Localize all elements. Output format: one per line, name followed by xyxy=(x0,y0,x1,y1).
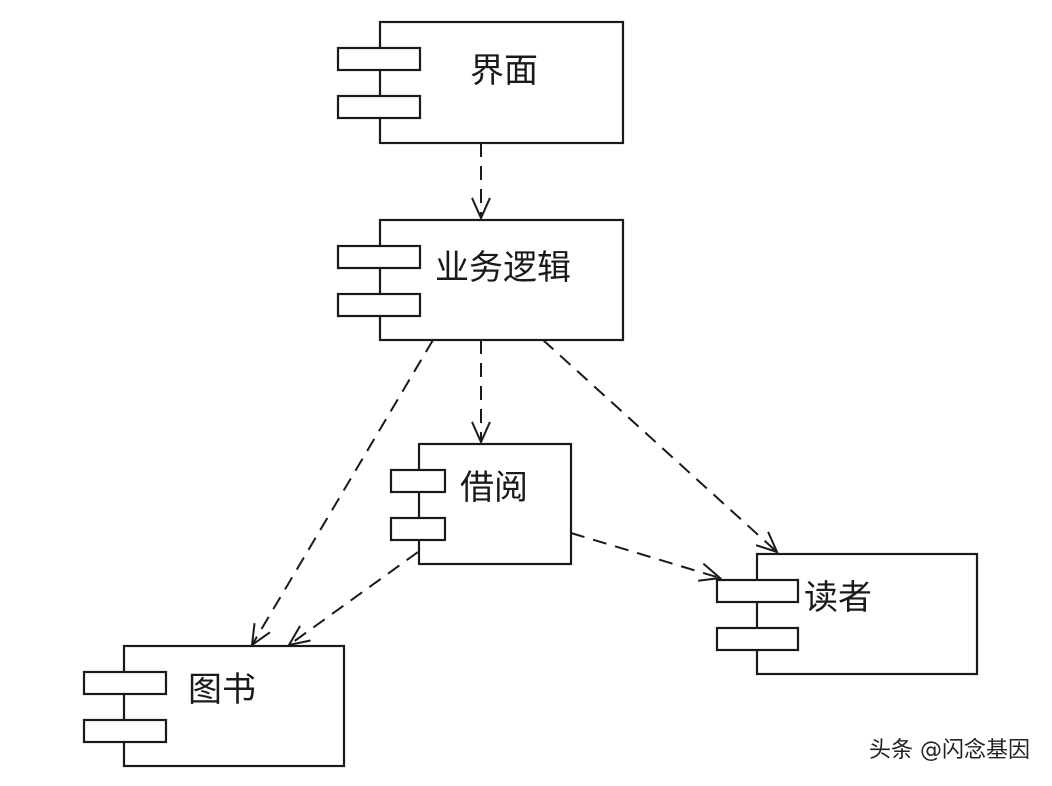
component-box xyxy=(122,644,346,768)
dependency-line xyxy=(251,339,434,646)
component-port-icon xyxy=(336,292,422,318)
component-port-icon xyxy=(715,626,800,652)
component-box xyxy=(755,552,979,676)
component-label: 图书 xyxy=(188,670,256,710)
component-reader: 读者 xyxy=(715,552,979,676)
component-label: 界面 xyxy=(470,51,538,91)
component-port-icon xyxy=(389,468,447,494)
watermark: 头条 @闪念基因 xyxy=(869,738,1030,763)
component-port-icon xyxy=(336,244,422,270)
component-box xyxy=(378,218,625,342)
component-book: 图书 xyxy=(82,644,346,768)
dependency-line xyxy=(570,532,721,579)
component-port-icon xyxy=(389,516,447,542)
arrowhead-icon xyxy=(471,197,491,221)
dependency-borrow-to-reader xyxy=(570,532,723,582)
dependency-line xyxy=(542,339,778,553)
component-box xyxy=(378,20,625,145)
dependency-borrow-to-book xyxy=(287,551,419,647)
dependency-line xyxy=(288,551,419,646)
component-label: 业务逻辑 xyxy=(435,248,571,288)
arrowhead-icon xyxy=(755,531,779,554)
dependency-logic-to-reader xyxy=(542,339,779,554)
dependency-logic-to-borrow xyxy=(471,340,491,445)
arrowhead-icon xyxy=(471,421,491,445)
component-logic: 业务逻辑 xyxy=(336,218,625,342)
component-port-icon xyxy=(336,46,422,72)
component-port-icon xyxy=(336,94,422,120)
dependency-ui-to-logic xyxy=(471,143,491,221)
arrowhead-icon xyxy=(698,562,723,582)
component-port-icon xyxy=(715,578,800,604)
component-label: 借阅 xyxy=(460,468,528,508)
component-port-icon xyxy=(82,718,168,744)
arrowhead-icon xyxy=(287,625,311,647)
component-ui: 界面 xyxy=(336,20,625,145)
component-box xyxy=(417,442,573,566)
component-label: 读者 xyxy=(804,578,872,618)
component-port-icon xyxy=(82,670,168,696)
component-borrow: 借阅 xyxy=(389,442,573,566)
